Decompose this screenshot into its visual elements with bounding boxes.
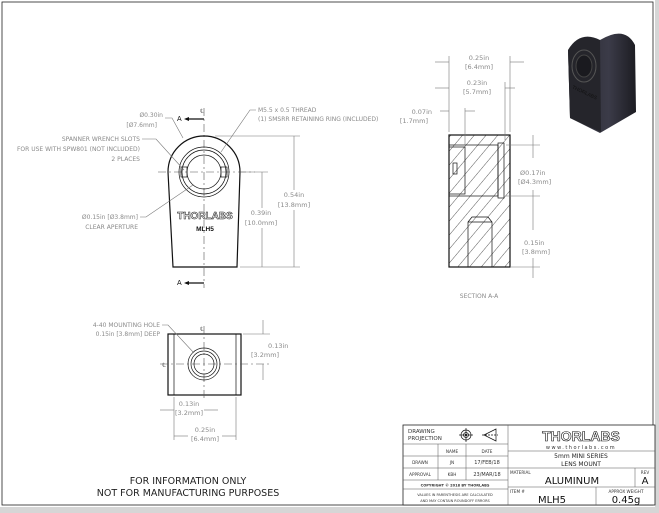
material-label: MATERIAL <box>510 470 531 475</box>
notice-line-2: NOT FOR MANUFACTURING PURPOSES <box>97 488 279 499</box>
engraving-brand: THORLABS <box>177 211 233 222</box>
centerline-symbol-h: ℄ <box>162 362 166 369</box>
offset-h-dim: 0.13in <box>179 400 199 408</box>
section-width-dim: 0.25in <box>469 54 489 62</box>
values-note-1: VALUES IN PARENTHESIS ARE CALCULATED <box>417 493 493 497</box>
description-line-2: LENS MOUNT <box>561 461 601 468</box>
values-note-2: AND MAY CONTAIN ROUNDOFF ERRORS <box>420 499 490 503</box>
drawn-name: JN <box>449 460 454 465</box>
engraving-part: MLH5 <box>196 226 214 233</box>
slot-depth-dim: 0.07in <box>412 108 432 116</box>
drawn-label: DRAWN <box>412 460 428 465</box>
sheet-border <box>1 1 654 506</box>
retaining-ring-label: (1) SMSRR RETAINING RING (INCLUDED) <box>258 116 378 123</box>
centerline-symbol: ℄ <box>200 108 204 115</box>
offset-v-dim-mm: [3.2mm] <box>251 351 279 359</box>
aperture-label: Ø0.15in [Ø3.8mm] <box>82 214 138 221</box>
rev-label: REV <box>641 470 650 475</box>
front-view: THORLABS MLH5 ℄ A A Ø0.30in [Ø7.6mm] M5.… <box>17 107 378 288</box>
height-dim: 0.54in <box>284 191 304 199</box>
col-name: NAME <box>446 449 459 454</box>
section-marker-top: A <box>177 116 182 123</box>
third-angle-projection-icon <box>459 428 498 442</box>
hole-depth-dim: 0.15in <box>524 239 544 247</box>
mount-hole-depth: 0.15in [3.8mm] DEEP <box>96 331 161 338</box>
rev-value: A <box>642 476 649 487</box>
bore-dia-dim-mm: [Ø4.3mm] <box>518 178 551 186</box>
approval-date: 23/MAR/18 <box>473 472 500 478</box>
spanner-places-label: 2 PLACES <box>111 156 140 163</box>
spanner-tool-label: FOR USE WITH SPW801 (NOT INCLUDED) <box>17 146 140 153</box>
thread-label: M5.5 x 0.5 THREAD <box>258 107 317 114</box>
approval-name: KBH <box>448 472 457 477</box>
bottom-width-dim-mm: [6.4mm] <box>191 435 219 443</box>
weight-value: 0.45g <box>612 495 641 506</box>
thorlabs-logo: THORLABS <box>542 428 620 444</box>
mount-hole-label: 4-40 MOUNTING HOLE <box>93 322 160 329</box>
inner-depth-dim-mm: [5.7mm] <box>463 88 491 96</box>
outer-dia-label: Ø0.30in <box>139 112 163 119</box>
drawn-date: 17/FEB/18 <box>474 460 500 466</box>
section-title: SECTION A-A <box>460 293 499 300</box>
hole-depth-dim-mm: [3.8mm] <box>522 248 550 256</box>
spanner-label: SPANNER WRENCH SLOTS <box>62 136 140 143</box>
approval-label: APPROVAL <box>409 472 432 477</box>
weight-label: APPROX WEIGHT <box>608 489 643 494</box>
projection-label-2: PROJECTION <box>408 436 442 442</box>
center-height-dim: 0.39in <box>251 209 271 217</box>
item-value: MLH5 <box>538 495 566 506</box>
slot-depth-dim-mm: [1.7mm] <box>400 117 428 125</box>
outer-dia-mm: [Ø7.6mm] <box>126 122 157 129</box>
offset-v-dim: 0.13in <box>268 342 288 350</box>
centerline-symbol-v: ℄ <box>200 326 204 333</box>
center-height-dim-mm: [10.0mm] <box>245 219 277 227</box>
height-dim-mm: [13.8mm] <box>278 201 310 209</box>
bore-dia-dim: Ø0.17in <box>520 169 546 177</box>
website: www.thorlabs.com <box>546 445 616 451</box>
title-block: DRAWING PROJECTION NAME DATE DRAWN JN 17… <box>402 424 656 506</box>
item-label: ITEM # <box>510 489 525 494</box>
bottom-view: ℄ ℄ 4-40 MOUNTING HOLE 0.15in [3.8mm] DE… <box>93 320 288 443</box>
bottom-width-dim: 0.25in <box>195 426 215 434</box>
description-line-1: 5mm MINI SERIES <box>554 453 608 460</box>
col-date: DATE <box>482 449 493 454</box>
section-width-dim-mm: [6.4mm] <box>465 63 493 71</box>
offset-h-dim-mm: [3.2mm] <box>175 409 203 417</box>
section-marker-bottom: A <box>177 280 182 287</box>
isometric-render: THORLABS <box>568 33 636 133</box>
inner-depth-dim: 0.23in <box>467 79 487 87</box>
notice-line-1: FOR INFORMATION ONLY <box>130 476 247 487</box>
aperture-caption: CLEAR APERTURE <box>85 224 138 231</box>
material-value: ALUMINUM <box>545 476 599 487</box>
projection-label-1: DRAWING <box>408 429 435 435</box>
section-view: 0.25in [6.4mm] 0.23in [5.7mm] 0.07in [1.… <box>400 54 551 300</box>
copyright: COPYRIGHT © 2018 BY THORLABS <box>421 484 490 488</box>
